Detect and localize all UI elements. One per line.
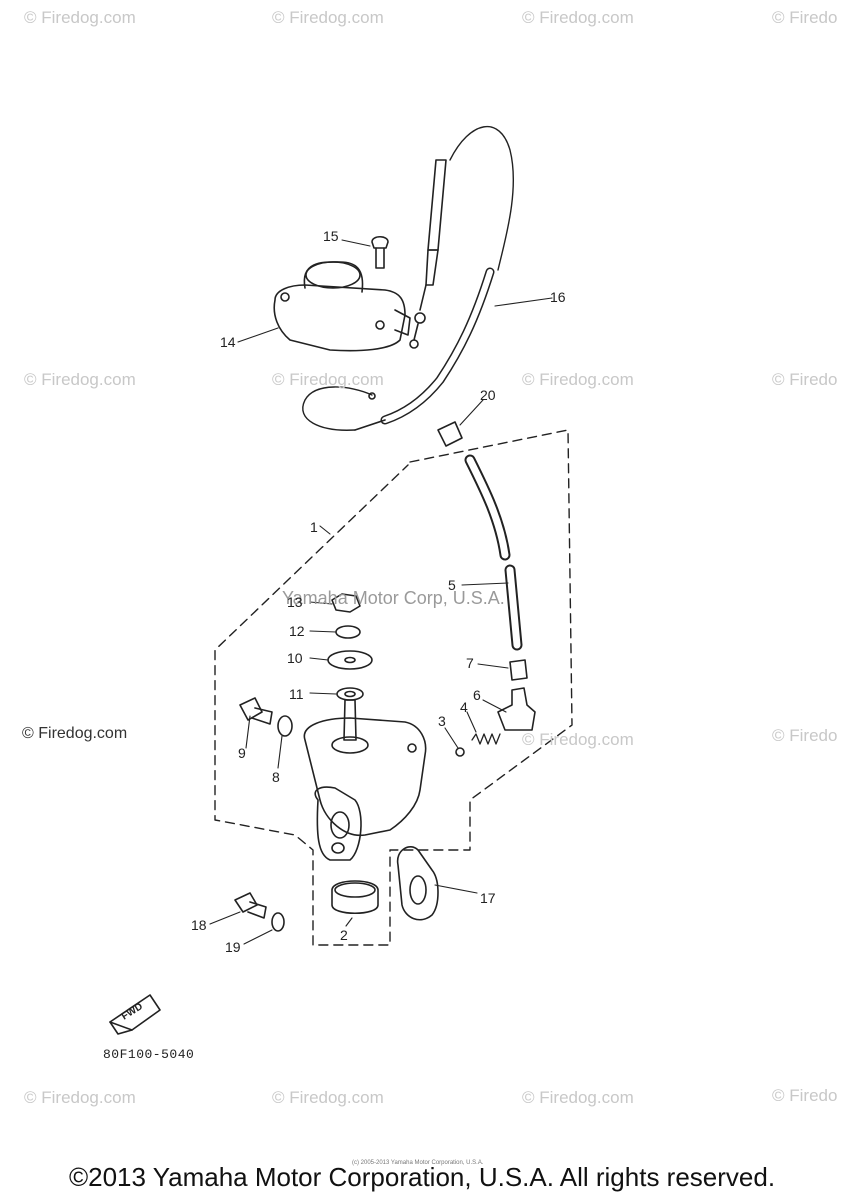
gasket-17 xyxy=(396,846,439,921)
watermark: © Firedog.com xyxy=(24,1088,136,1107)
watermark: © Firedog.com xyxy=(272,8,384,27)
screw-15 xyxy=(371,235,389,249)
watermark: © Firedo xyxy=(772,370,838,389)
fwd-arrow-icon xyxy=(109,994,161,1035)
callout-12: 12 xyxy=(289,623,305,639)
side-watermark: © Firedog.com xyxy=(22,725,128,742)
pump-body xyxy=(303,717,427,837)
callout-5: 5 xyxy=(448,577,456,593)
washer-11 xyxy=(336,687,364,701)
callout-13: 13 xyxy=(287,594,303,610)
callout-1: 1 xyxy=(310,519,318,535)
washer-10 xyxy=(327,650,373,670)
watermark: © Firedog.com xyxy=(522,370,634,389)
cable-housing xyxy=(427,159,447,251)
part-code: 80F100-5040 xyxy=(103,1047,195,1062)
callout-17: 17 xyxy=(480,890,496,906)
callout-10: 10 xyxy=(287,650,303,666)
cable-loop xyxy=(449,125,515,271)
washer-12 xyxy=(335,625,361,639)
watermark: © Firedog.com xyxy=(522,8,634,27)
center-watermark: Yamaha Motor Corp, U.S.A. xyxy=(282,588,505,608)
watermark: © Firedog.com xyxy=(522,1088,634,1107)
washer-19 xyxy=(271,912,285,932)
pump-flange xyxy=(314,786,362,861)
callout-14: 14 xyxy=(220,334,236,350)
callout-6: 6 xyxy=(473,687,481,703)
callout-19: 19 xyxy=(225,939,241,955)
copyright-footer: ©2013 Yamaha Motor Corporation, U.S.A. A… xyxy=(68,1162,776,1192)
hose-16 xyxy=(380,267,495,425)
watermark: © Firedog.com xyxy=(272,370,384,389)
sleeve-7 xyxy=(509,659,528,681)
nut-13 xyxy=(331,593,361,613)
callout-15: 15 xyxy=(323,228,339,244)
callout-8: 8 xyxy=(272,769,280,785)
assembly-outline xyxy=(214,429,573,946)
callout-20: 20 xyxy=(480,387,496,403)
watermark: © Firedo xyxy=(772,726,838,745)
seal-2 xyxy=(331,880,379,914)
fitting-20 xyxy=(437,421,463,447)
callout-18: 18 xyxy=(191,917,207,933)
watermark: © Firedog.com xyxy=(24,8,136,27)
callout-16: 16 xyxy=(550,289,566,305)
spring-4 xyxy=(471,733,501,745)
bolt-9 xyxy=(239,697,263,721)
wire-loop xyxy=(302,386,373,431)
callout-2: 2 xyxy=(340,927,348,943)
callout-7: 7 xyxy=(466,655,474,671)
cover-14 xyxy=(273,284,406,352)
watermark: © Firedog.com xyxy=(272,1088,384,1107)
watermark: © Firedo xyxy=(772,8,838,27)
watermark: © Firedo xyxy=(772,1086,838,1105)
callout-11: 11 xyxy=(289,686,304,702)
elbow-6 xyxy=(497,687,536,731)
callout-9: 9 xyxy=(238,745,246,761)
ball-3 xyxy=(455,747,465,757)
watermark: © Firedog.com xyxy=(522,730,634,749)
watermark: © Firedog.com xyxy=(24,370,136,389)
tiny-credit: (c) 2005-2013 Yamaha Motor Corporation, … xyxy=(352,1160,484,1166)
callout-4: 4 xyxy=(460,699,468,715)
callout-3: 3 xyxy=(438,713,446,729)
washer-8 xyxy=(277,715,293,737)
